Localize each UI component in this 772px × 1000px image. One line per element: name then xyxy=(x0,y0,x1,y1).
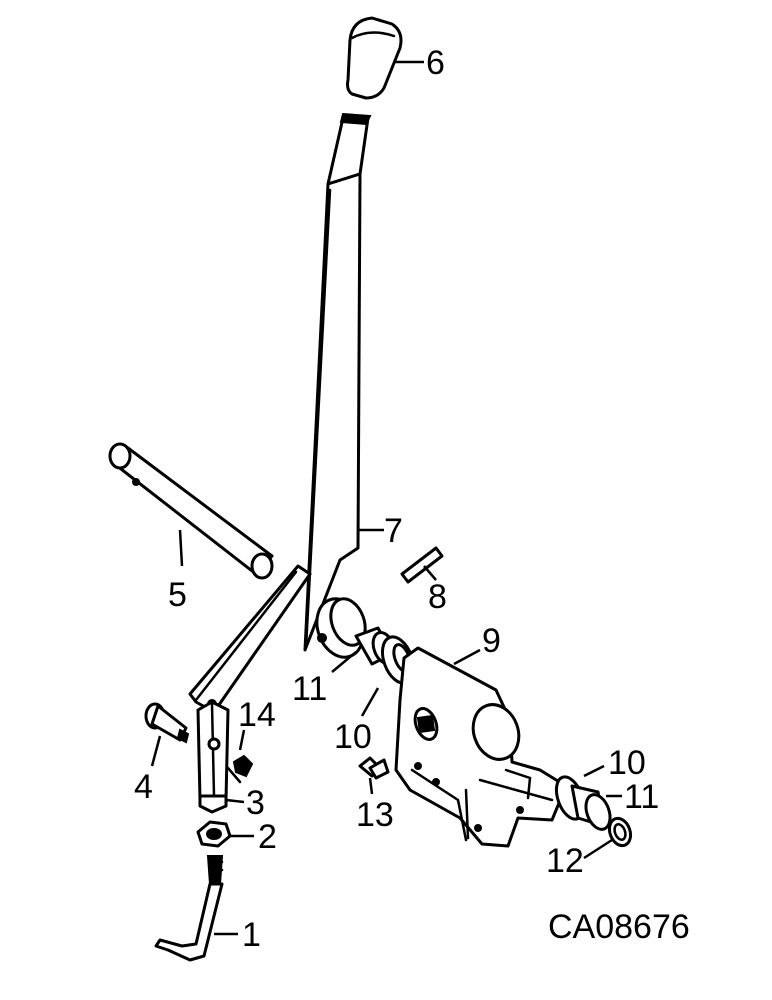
bushing-right-part xyxy=(570,784,612,831)
knob-part xyxy=(346,16,403,100)
callout-11-right: 11 xyxy=(624,778,659,816)
callout-8: 8 xyxy=(428,578,447,616)
snap-ring-part xyxy=(607,816,633,848)
callout-1: 1 xyxy=(242,916,261,954)
nut-part xyxy=(196,820,232,848)
callout-6: 6 xyxy=(426,44,445,82)
callout-7: 7 xyxy=(384,512,403,550)
rod-part xyxy=(154,855,224,962)
callout-14: 14 xyxy=(238,696,276,734)
callout-2: 2 xyxy=(258,818,277,856)
roll-pin-part xyxy=(400,546,444,584)
lever-part xyxy=(188,112,372,714)
callout-10-right: 10 xyxy=(608,744,646,782)
callout-11-left: 11 xyxy=(292,670,327,708)
grease-fitting-part xyxy=(358,756,390,780)
support-bracket-part xyxy=(394,646,568,848)
leader-lines xyxy=(150,60,622,936)
clip-part xyxy=(226,754,254,784)
callout-4: 4 xyxy=(134,768,153,806)
clevis-pin-part xyxy=(144,702,190,744)
drawing-code: CA08676 xyxy=(548,908,690,946)
callout-12: 12 xyxy=(546,842,584,880)
callout-13: 13 xyxy=(356,796,394,834)
callout-9: 9 xyxy=(482,622,501,660)
clevis-part xyxy=(196,700,230,814)
callout-3: 3 xyxy=(246,784,265,822)
callout-5: 5 xyxy=(168,576,187,614)
shaft-part xyxy=(108,442,274,580)
callout-10-left: 10 xyxy=(334,718,372,756)
